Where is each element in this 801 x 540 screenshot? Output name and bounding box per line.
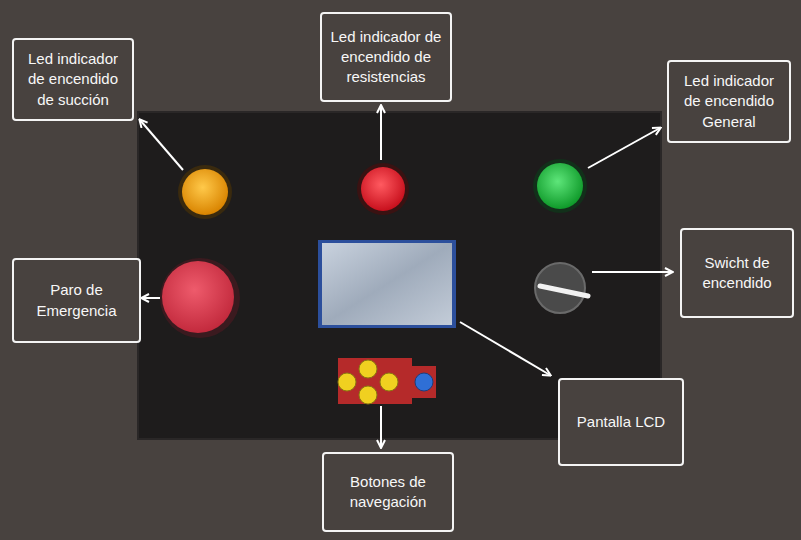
leader-arrow <box>380 406 382 447</box>
callout-label: Paro de Emergencia <box>22 280 131 321</box>
led-bezel <box>178 165 232 219</box>
yellow-button <box>338 373 356 391</box>
leader-arrow <box>140 120 183 170</box>
leader-arrow <box>592 271 672 273</box>
leader-arrow <box>142 297 160 299</box>
stop-bezel <box>160 258 240 338</box>
callout-label: Botones de navegación <box>332 472 444 513</box>
led-bezel <box>533 159 587 213</box>
lcd-frame <box>318 240 456 328</box>
callout-box: Paro de Emergencia <box>12 258 141 343</box>
callout-box: Led indicador de encendido General <box>667 60 791 143</box>
emergency-stop-button <box>162 261 234 333</box>
callout-label: Led indicador de encendido de resistenci… <box>330 27 442 88</box>
yellow-button <box>380 373 398 391</box>
callout-box: Led indicador de encendido de resistenci… <box>320 12 452 102</box>
green-led <box>537 163 583 209</box>
callout-box: Swicht de encendido <box>680 228 794 318</box>
switch-lever <box>540 286 588 296</box>
callout-label: Swicht de encendido <box>690 253 784 294</box>
callout-label: Led indicador de encendido General <box>677 71 781 132</box>
lcd-screen <box>322 243 452 325</box>
leader-arrow <box>588 128 660 168</box>
button-pcb <box>338 358 436 404</box>
callout-box: Botones de navegación <box>322 452 454 532</box>
blue-button <box>415 373 433 391</box>
yellow-button <box>359 360 377 378</box>
callout-label: Pantalla LCD <box>577 412 665 432</box>
callout-box: Led indicador de encendido de succión <box>12 38 134 121</box>
leader-arrow <box>380 106 382 160</box>
orange-led <box>182 169 228 215</box>
leader-arrow <box>460 322 550 375</box>
red-led <box>361 167 405 211</box>
callout-box: Pantalla LCD <box>558 378 684 466</box>
callout-label: Led indicador de encendido de succión <box>22 49 124 110</box>
led-bezel <box>357 163 409 215</box>
yellow-button <box>359 386 377 404</box>
